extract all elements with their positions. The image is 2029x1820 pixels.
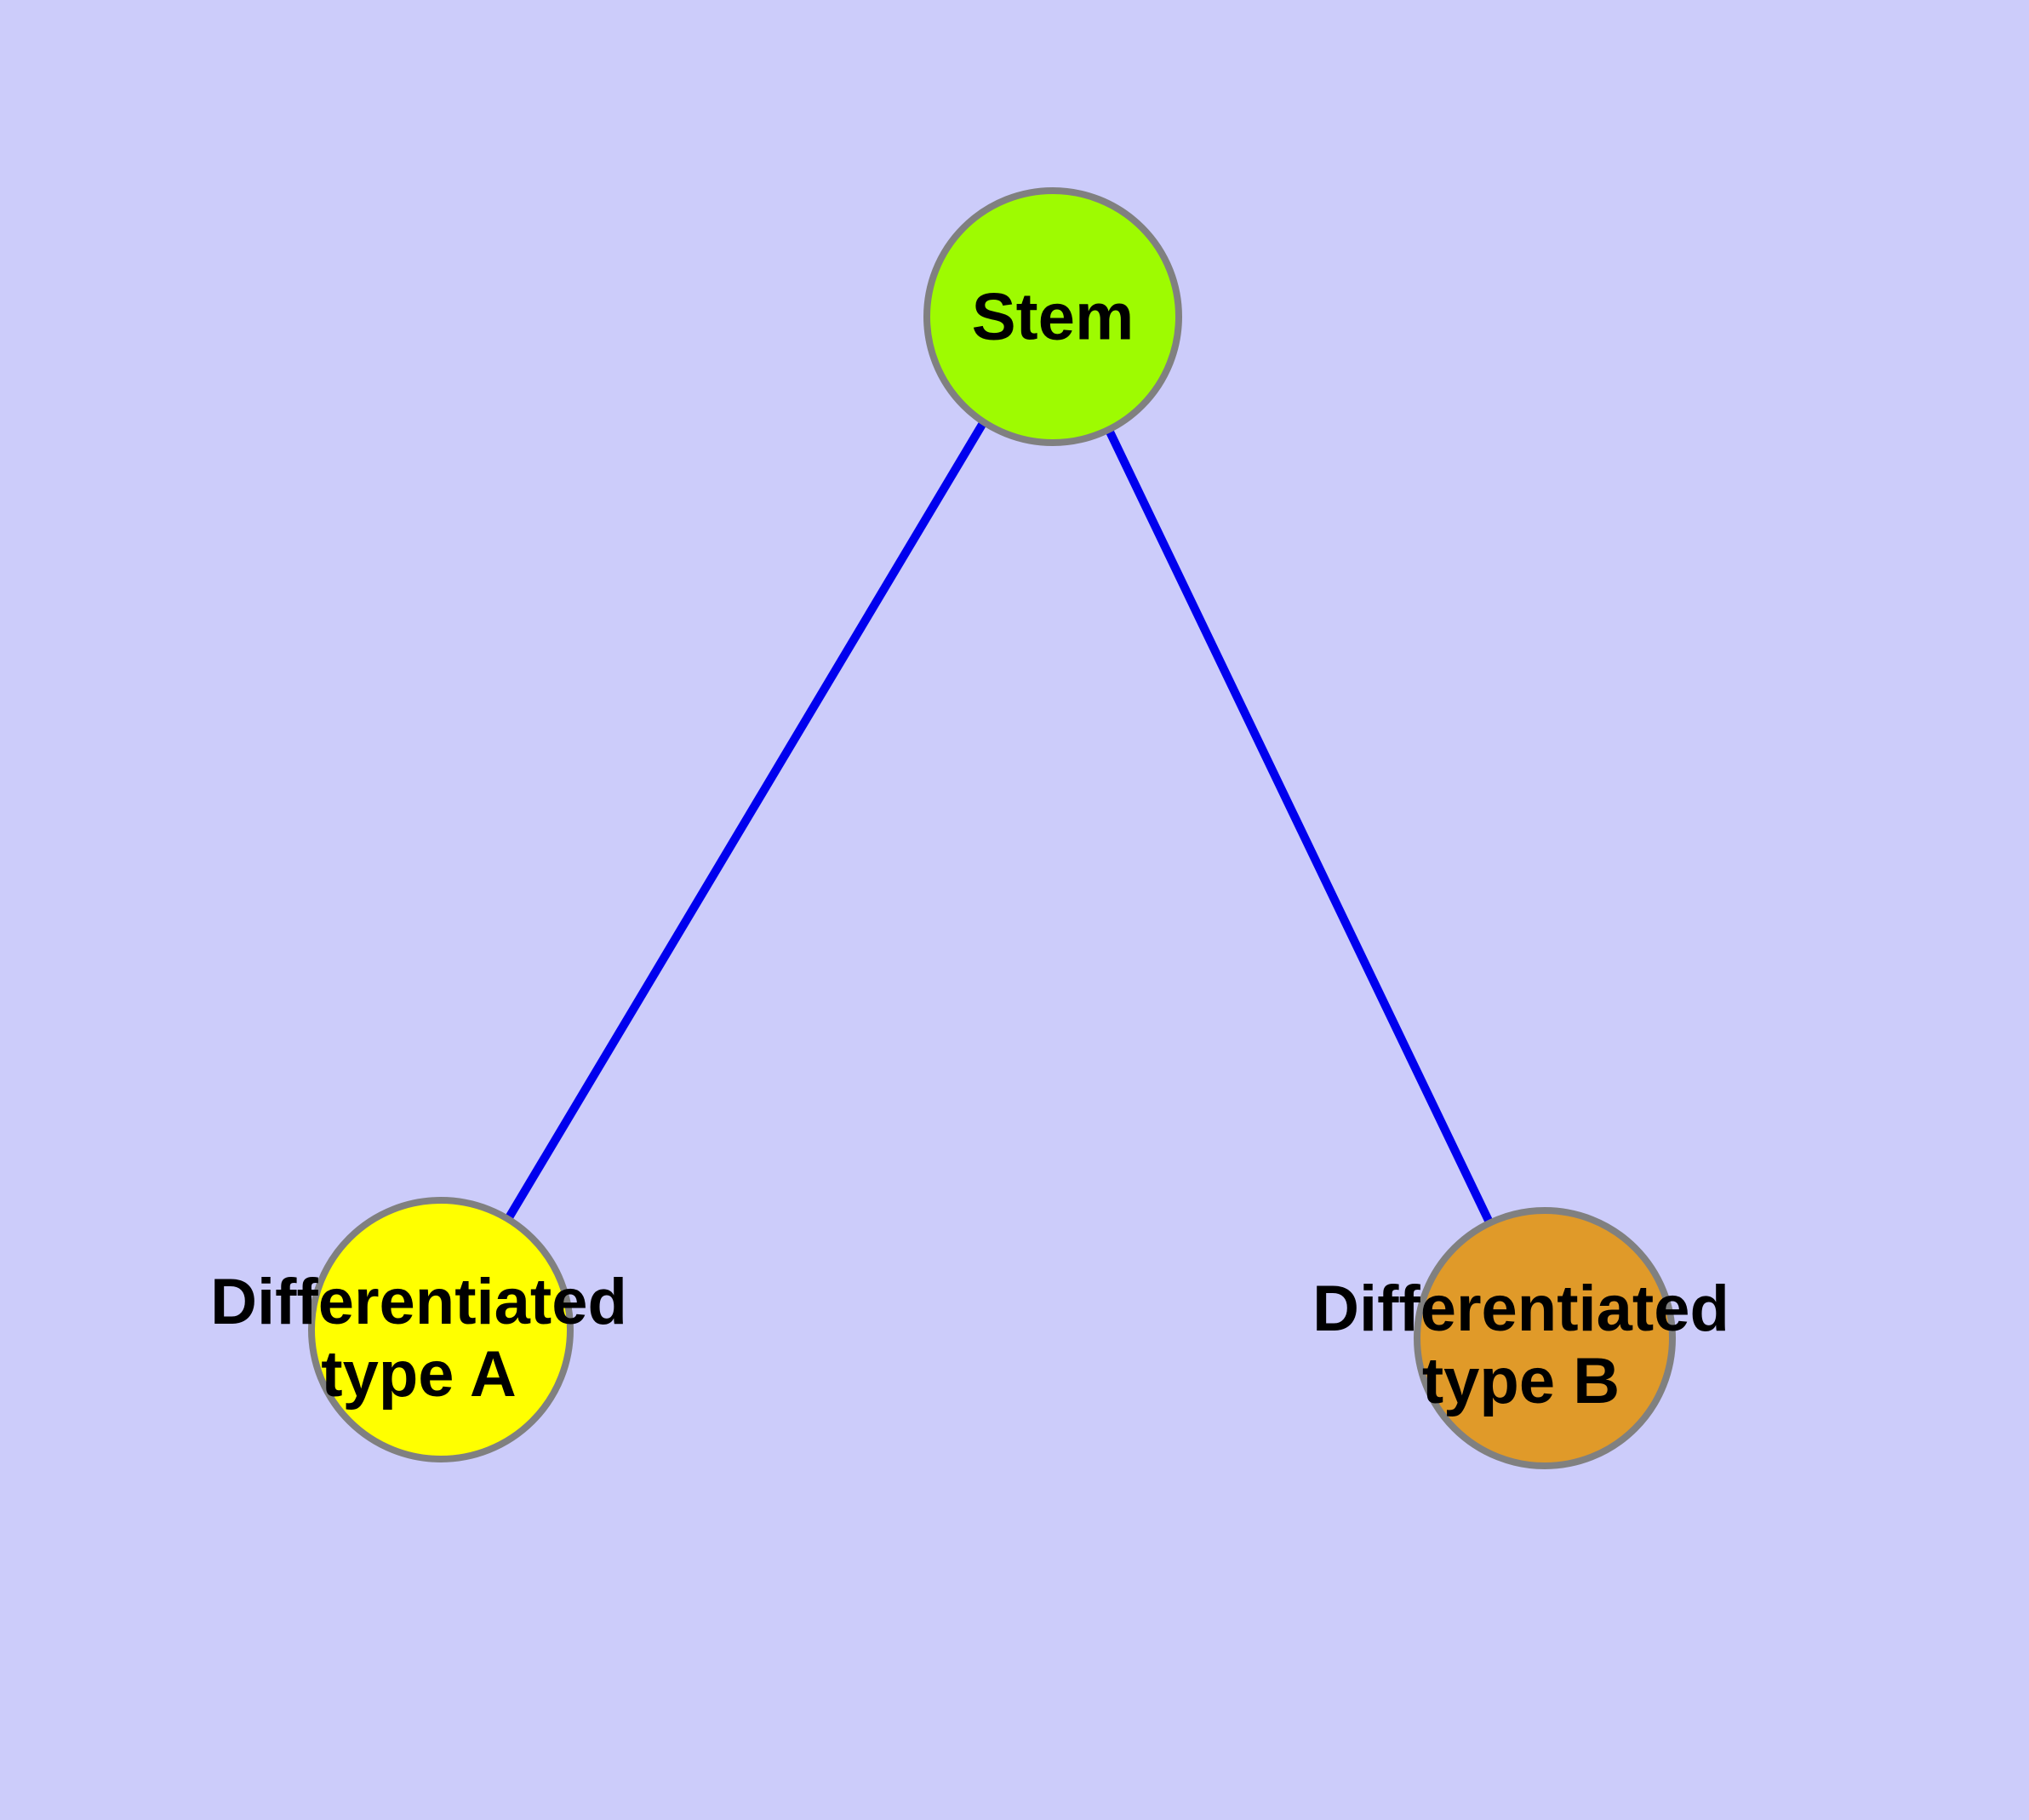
node-diff-b[interactable] (1414, 1207, 1676, 1469)
nodes-layer (308, 187, 1676, 1469)
node-diff-a[interactable] (308, 1197, 574, 1462)
edge-stem-to-diff-b[interactable] (1103, 424, 1495, 1227)
node-stem[interactable] (923, 187, 1182, 446)
edge-stem-to-diff-a[interactable] (504, 421, 987, 1222)
edges-layer (504, 421, 1495, 1227)
